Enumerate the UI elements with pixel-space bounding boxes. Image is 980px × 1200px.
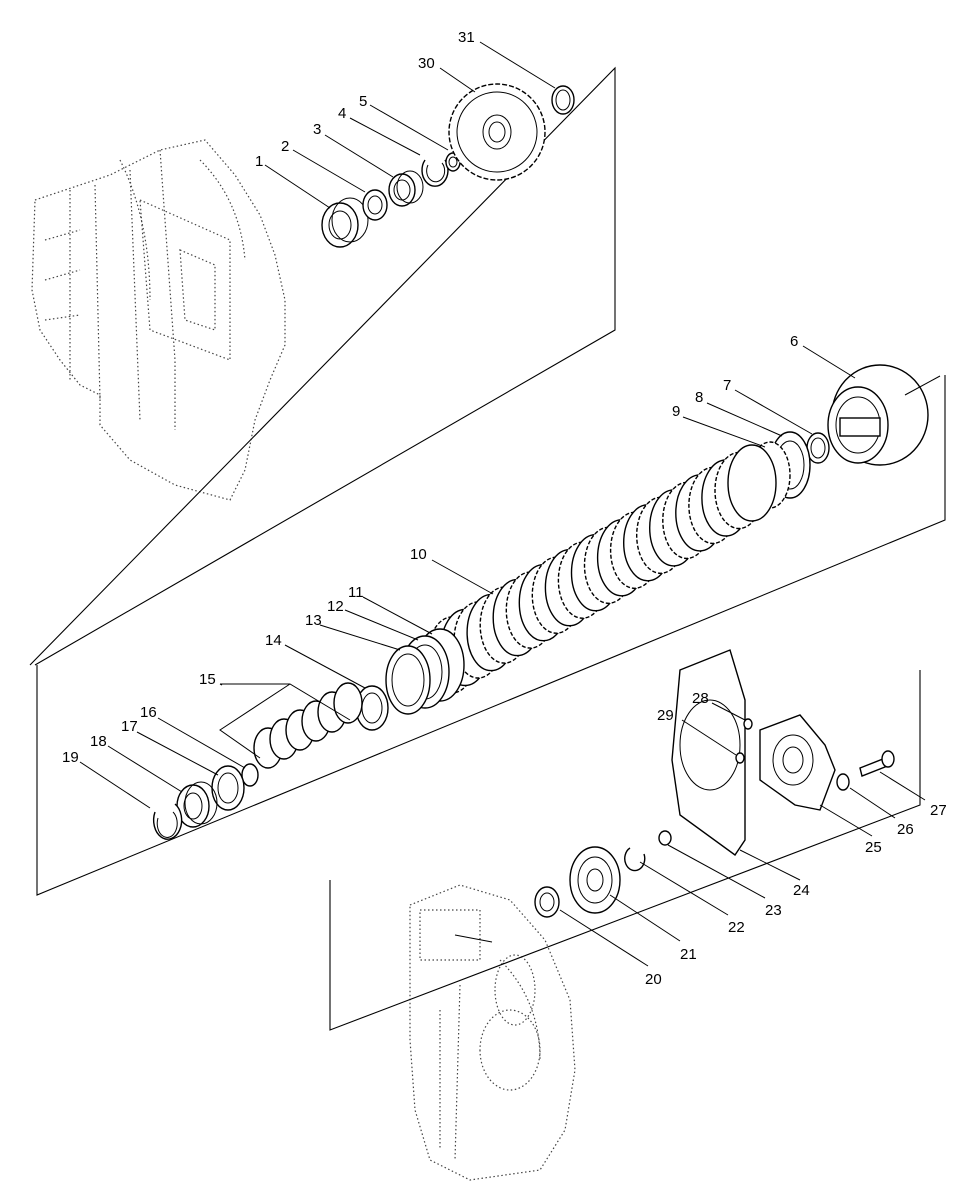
callout-labels: 1 2 3 4 5 6 7 8 9 10 11 12 13 14 15 16 1… <box>62 29 947 988</box>
part-22-snap-ring <box>624 847 646 872</box>
part-26-washer <box>836 773 850 791</box>
clutch-plate <box>727 444 777 522</box>
part-31-ring <box>551 85 575 115</box>
callout-20: 20 <box>645 971 662 988</box>
part-24-gasket <box>671 649 746 856</box>
callout-1: 1 <box>255 153 263 170</box>
part-2-ring <box>362 189 388 221</box>
part-14-ring <box>355 685 389 731</box>
middle-panel-frame <box>36 375 946 896</box>
part-1-bearing <box>321 197 369 248</box>
callout-14: 14 <box>265 632 282 649</box>
part-16-ring <box>241 763 259 787</box>
part-28-plug <box>743 718 753 730</box>
part-21-bearing <box>569 846 621 914</box>
part-15-spring <box>253 682 363 769</box>
part-18-bearing <box>176 781 218 828</box>
part-3-bearing <box>388 170 424 207</box>
callout-9: 9 <box>672 403 680 420</box>
callout-21: 21 <box>680 946 697 963</box>
top-panel-frame <box>29 66 616 666</box>
part-23-ring <box>658 830 672 846</box>
callout-26: 26 <box>897 821 914 838</box>
callout-30: 30 <box>418 55 435 72</box>
callout-2: 2 <box>281 138 289 155</box>
callout-11: 11 <box>348 584 364 601</box>
leader-lines <box>79 41 926 967</box>
callout-24: 24 <box>793 882 810 899</box>
part-19-snap-ring <box>152 803 183 840</box>
ghost-housing-top <box>31 139 286 501</box>
part-4-snap-ring <box>421 159 449 187</box>
callout-10: 10 <box>410 546 427 563</box>
callout-12: 12 <box>327 598 344 615</box>
callout-29: 29 <box>657 707 674 724</box>
callout-22: 22 <box>728 919 745 936</box>
ghost-housing-bottom <box>409 884 576 1181</box>
callout-15: 15 <box>199 671 216 688</box>
callout-31: 31 <box>458 29 475 46</box>
part-25-cover <box>759 714 836 811</box>
callout-13: 13 <box>305 612 322 629</box>
callout-27: 27 <box>930 802 947 819</box>
part-13-ring <box>385 645 431 715</box>
spring-coil <box>333 682 363 724</box>
bottom-panel-frame <box>329 670 921 1031</box>
part-29-plug <box>735 752 745 764</box>
callout-17: 17 <box>121 718 138 735</box>
callout-6: 6 <box>790 333 798 350</box>
part-20-seal <box>534 886 560 918</box>
callout-18: 18 <box>90 733 107 750</box>
callout-4: 4 <box>338 105 346 122</box>
callout-8: 8 <box>695 389 703 406</box>
part-27-bolt <box>859 750 895 777</box>
callout-3: 3 <box>313 121 321 138</box>
part-6-drum <box>827 364 941 466</box>
callout-25: 25 <box>865 839 882 856</box>
callout-16: 16 <box>140 704 157 721</box>
callout-28: 28 <box>692 690 709 707</box>
callout-7: 7 <box>723 377 731 394</box>
part-10-clutch-pack <box>427 444 777 694</box>
callout-5: 5 <box>359 93 367 110</box>
callout-19: 19 <box>62 749 79 766</box>
callout-23: 23 <box>765 902 782 919</box>
panel-frames <box>29 66 946 1031</box>
axis-line <box>454 934 493 943</box>
part-30-gear <box>448 83 546 181</box>
